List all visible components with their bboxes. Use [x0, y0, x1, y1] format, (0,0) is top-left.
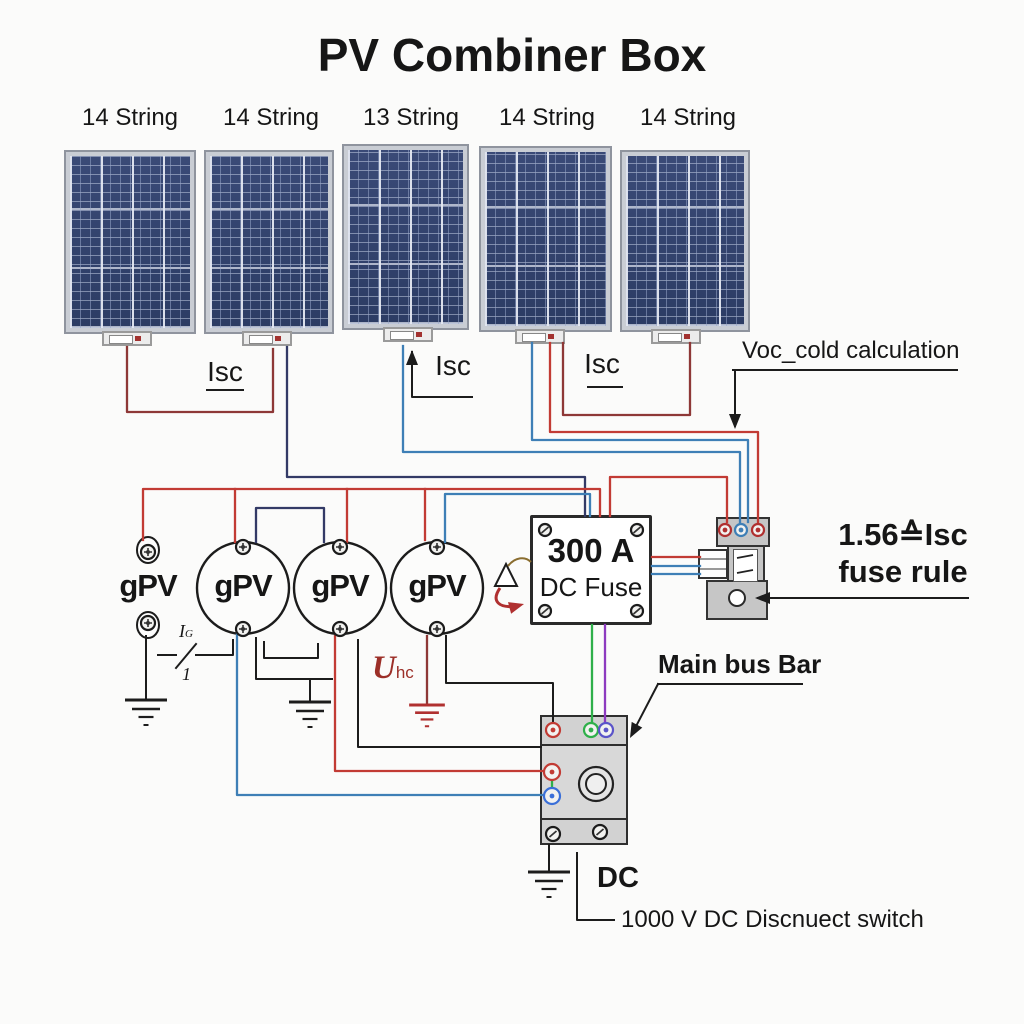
junction-box — [242, 331, 292, 346]
fuse-holder-carrier — [733, 549, 758, 582]
solar-panel — [342, 144, 469, 330]
fuse-rule-line1: 1.56≙Isc — [838, 517, 968, 552]
screw-cross — [336, 543, 344, 551]
screw-cross — [239, 625, 247, 633]
terminal — [234, 538, 252, 556]
gpv-fuse-label: gPV — [119, 568, 177, 603]
terminal — [428, 620, 446, 638]
screw-center — [241, 627, 245, 631]
string-count-label: 14 String — [81, 104, 179, 131]
arrowhead — [630, 721, 643, 738]
terminal — [139, 543, 157, 561]
fuse-holder-base — [706, 580, 768, 620]
junction-box-terminal — [684, 334, 690, 339]
screw-cross — [336, 625, 344, 633]
solar-panel-cells — [485, 152, 606, 326]
wire-black — [255, 637, 333, 680]
isc-label: Isc — [435, 350, 471, 381]
junction-box — [515, 329, 565, 344]
terminal — [139, 614, 157, 632]
fuse-name-label: DC Fuse — [539, 572, 643, 602]
arrowhead — [729, 414, 741, 429]
uhc-sub: hc — [395, 663, 414, 682]
screw-center — [435, 627, 439, 631]
bus-bar-top-strip — [542, 717, 626, 746]
screw-cross — [433, 543, 441, 551]
solar-panel — [479, 146, 612, 332]
solar-panel-cells — [210, 156, 328, 328]
page-title: PV Combiner Box — [317, 29, 707, 81]
junction-box-terminal — [416, 332, 422, 337]
rotation-arrow-curve — [494, 587, 520, 609]
main-bus-bar-label: Main bus Bar — [658, 649, 822, 679]
screw-cross — [144, 548, 152, 556]
string-count-label: 14 String — [498, 104, 596, 131]
junction-box — [102, 331, 152, 346]
screw-center — [338, 545, 342, 549]
wire-black — [195, 639, 234, 656]
string-count-label: 14 String — [222, 104, 320, 131]
junction-box-slot — [522, 333, 546, 342]
isc-label: Isc — [584, 348, 620, 379]
screw-center — [146, 621, 150, 625]
fuse-amps-label: 300 A — [547, 532, 635, 569]
arrowhead — [508, 602, 524, 614]
screw-cross — [239, 543, 247, 551]
ig-base: I — [179, 621, 185, 641]
gpv-fuse-label: gPV — [408, 568, 466, 603]
uhc-base: U — [372, 650, 396, 686]
ig-label: IG — [179, 621, 193, 642]
isc-label: Isc — [207, 356, 243, 387]
wire-black — [630, 682, 660, 736]
screw-center — [338, 627, 342, 631]
screw-center — [146, 550, 150, 554]
fuse-rule-line2: fuse rule — [838, 554, 968, 589]
dc-fuse-box: 300 A DC Fuse — [530, 515, 652, 625]
voc-cold-label: Voc_cold calculation — [742, 337, 960, 364]
solar-panel-cells — [626, 156, 744, 326]
terminal — [331, 538, 349, 556]
string-count-label: 14 String — [639, 104, 737, 131]
terminal — [331, 620, 349, 638]
junction-box — [651, 329, 701, 344]
screw-center — [435, 545, 439, 549]
wire-navy — [254, 506, 326, 544]
rotation-arrow-link — [507, 557, 532, 567]
solar-panel-cells — [70, 156, 190, 328]
string-count-label: 13 String — [362, 104, 460, 131]
junction-box-terminal — [275, 336, 281, 341]
gpv-terminal-blob — [136, 611, 160, 639]
dc-label: DC — [597, 862, 639, 894]
junction-box-slot — [109, 335, 133, 344]
main-bus-bar-box — [540, 715, 628, 845]
junction-box-terminal — [135, 336, 141, 341]
rotation-arrow-triangle — [493, 561, 519, 587]
junction-box — [383, 327, 433, 342]
ig-value: 1 — [182, 664, 191, 684]
junction-box-slot — [249, 335, 273, 344]
gpv-terminal-blob — [136, 536, 160, 564]
fuse-holder-connector — [698, 549, 728, 579]
terminal — [428, 538, 446, 556]
junction-box-slot — [658, 333, 682, 342]
ig-sub: G — [185, 628, 193, 640]
wire-black — [445, 635, 554, 725]
screw-cross — [433, 625, 441, 633]
wire-black — [263, 641, 319, 659]
junction-box-terminal — [548, 334, 554, 339]
solar-panel — [620, 150, 750, 332]
wire-red — [333, 634, 551, 773]
terminal — [234, 620, 252, 638]
junction-box-slot — [390, 331, 414, 340]
screw-cross — [144, 619, 152, 627]
solar-panel — [64, 150, 196, 334]
fuse-holder-terminal-strip — [716, 517, 770, 547]
uhc-label: Uhc — [372, 650, 414, 687]
solar-panel — [204, 150, 334, 334]
fuse-rule-label: 1.56≙Isc fuse rule — [834, 516, 972, 590]
solar-panel-cells — [348, 150, 463, 324]
disconnect-switch-label: 1000 V DC Discnuect switch — [621, 906, 924, 933]
bus-bar-bottom-strip — [542, 818, 626, 843]
screw-center — [241, 545, 245, 549]
